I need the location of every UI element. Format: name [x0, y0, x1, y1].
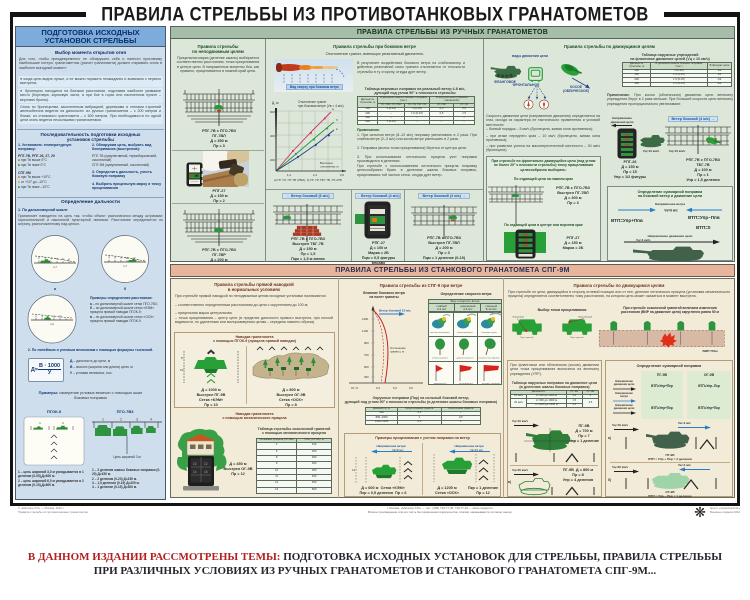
svg-text:600: 600	[270, 110, 275, 114]
svg-text:2: 2	[38, 256, 40, 260]
svg-text:8: 8	[68, 257, 70, 261]
svg-text:6: 6	[62, 257, 64, 261]
svg-text:4: 4	[50, 257, 52, 261]
svg-text:Величина: Величина	[320, 161, 333, 165]
svg-text:1,2: 1,2	[287, 173, 292, 177]
svg-text:4: 4	[41, 314, 43, 318]
svg-text:ВИР=50м: ВИР=50м	[702, 349, 718, 353]
svg-text:Левый край: Левый край	[512, 316, 524, 319]
svg-text:Верхний край: Верхний край	[579, 316, 593, 319]
svg-text:б: б	[336, 118, 338, 122]
svg-text:5: 5	[56, 257, 58, 261]
svg-text:12: 12	[352, 468, 356, 472]
svg-text:а) ПГ-7Л, ПГ-7В (7ВМ), б) ПГ-7: а) ПГ-7Л, ПГ-7В (7ВМ), б) ПГ-7Р, ТБГ-7В,…	[274, 178, 342, 182]
svg-text:Отклонение: Отклонение	[390, 346, 406, 350]
svg-text:300: 300	[364, 375, 369, 379]
svg-text:8: 8	[181, 356, 183, 360]
svg-text:гранаты, м: гранаты, м	[390, 350, 404, 354]
svg-text:а: а	[332, 107, 334, 111]
svg-text:вытягивается: вытягивается	[459, 383, 474, 385]
svg-text:8: 8	[53, 315, 55, 319]
svg-text:при боковом ветре (Vв = 4 м/с): при боковом ветре (Vв = 4 м/с)	[298, 104, 344, 108]
svg-text:1300: 1300	[362, 317, 369, 321]
svg-text:1: 1	[102, 418, 104, 422]
svg-text:Д, м: Д, м	[272, 101, 279, 105]
svg-text:в: в	[336, 127, 338, 131]
svg-text:отклонения, м: отклонения, м	[320, 165, 339, 169]
svg-text:12: 12	[133, 256, 136, 260]
svg-text:ΔГ, %: ΔГ, %	[351, 386, 359, 390]
svg-text:900: 900	[364, 341, 369, 345]
svg-text:ветки качаются: ветки качаются	[457, 332, 473, 334]
svg-text:3: 3	[44, 256, 46, 260]
svg-text:1,7: 1,7	[53, 265, 57, 269]
svg-text:0,9: 0,9	[376, 386, 380, 390]
svg-text:2: 2	[62, 421, 64, 425]
svg-text:1,7: 1,7	[123, 264, 127, 268]
svg-text:Vв=8 м/с: Vв=8 м/с	[392, 449, 404, 452]
svg-text:9,6: 9,6	[409, 386, 413, 390]
svg-text:200: 200	[270, 158, 275, 162]
svg-text:Vв=10 м/с: Vв=10 м/с	[470, 449, 484, 452]
svg-text:400: 400	[270, 134, 275, 138]
svg-text:700: 700	[364, 353, 369, 357]
svg-text:дерево качается: дерево качается	[457, 358, 475, 360]
svg-text:4: 4	[150, 418, 152, 422]
svg-text:16: 16	[204, 470, 208, 474]
svg-text:При стрельбе: При стрельбе	[520, 337, 534, 339]
svg-text:10: 10	[180, 368, 184, 372]
svg-text:вытянут, полощет: вытянут, полощет	[482, 383, 500, 385]
svg-text:10: 10	[126, 256, 129, 260]
svg-text:Ветер боковой 10 м/с: Ветер боковой 10 м/с	[379, 308, 411, 312]
svg-text:3: 3	[136, 418, 138, 422]
svg-text:10: 10	[193, 462, 197, 466]
svg-text:1,2: 1,2	[50, 322, 54, 326]
svg-text:развевается: развевается	[434, 383, 447, 385]
svg-text:листья колеблются: листья колеблются	[430, 332, 450, 334]
svg-text:14: 14	[193, 470, 197, 474]
svg-text:6: 6	[114, 255, 116, 259]
svg-text:Цель шириной 3 м: Цель шириной 3 м	[113, 455, 140, 459]
svg-text:большие ветки: большие ветки	[481, 332, 497, 334]
svg-text:10: 10	[59, 315, 62, 319]
svg-text:3,6: 3,6	[340, 173, 345, 177]
svg-text:8: 8	[120, 256, 122, 260]
svg-text:2: 2	[35, 314, 37, 318]
svg-text:При стрельбе: При стрельбе	[570, 337, 584, 339]
svg-text:500: 500	[364, 365, 369, 369]
svg-text:2: 2	[120, 418, 122, 422]
svg-text:2,4: 2,4	[313, 173, 318, 177]
svg-text:ветви качаются: ветви качаются	[432, 358, 448, 360]
svg-text:1100: 1100	[362, 329, 368, 333]
svg-text:12: 12	[204, 462, 208, 466]
svg-text:Отклонение гранат: Отклонение гранат	[298, 100, 327, 104]
svg-text:качается все дерево: качается все дерево	[479, 358, 501, 360]
svg-text:4: 4	[108, 255, 110, 259]
svg-text:Vв=8 м/с: Vв=8 м/с	[664, 208, 678, 212]
svg-text:5,2: 5,2	[393, 386, 397, 390]
svg-text:1: 1	[39, 421, 41, 425]
svg-text:Vц=4 км/ч: Vц=4 км/ч	[636, 239, 651, 242]
